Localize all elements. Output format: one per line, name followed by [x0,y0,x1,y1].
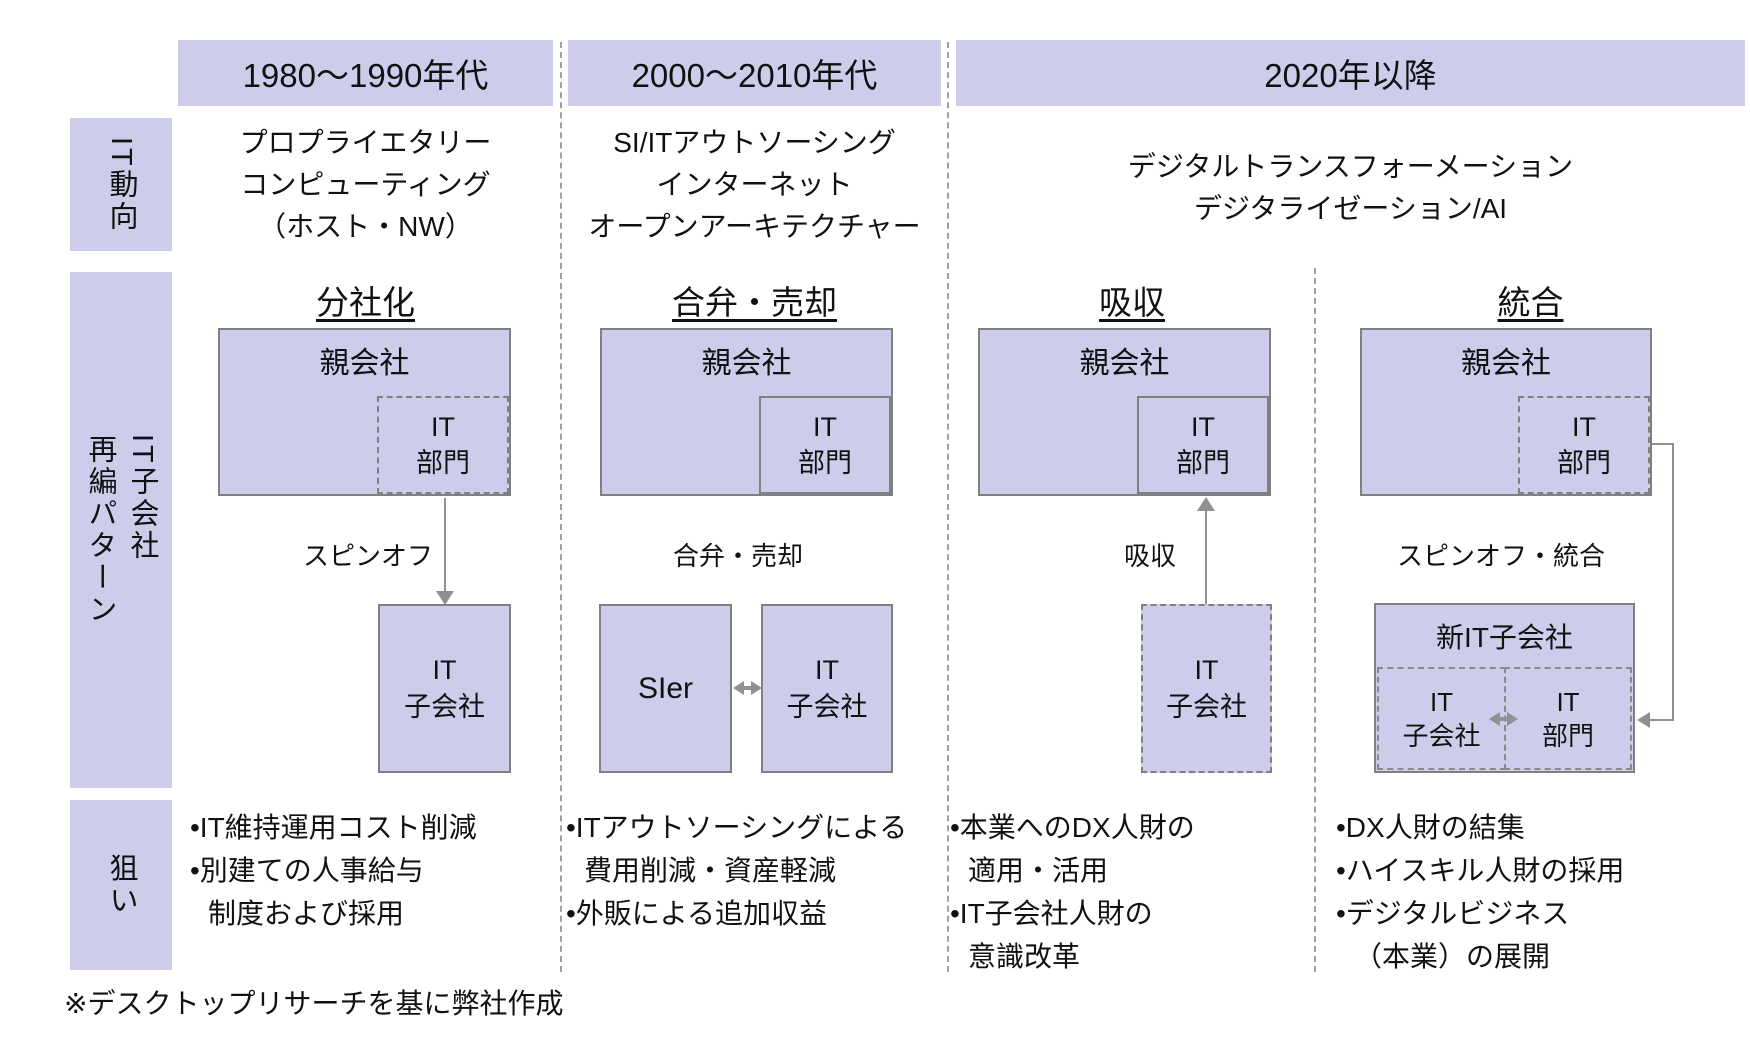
merged-it-dept-cell: IT 部門 [1504,667,1632,770]
double-arrow-shaft-2 [743,686,752,690]
it-dept-box-3: IT 部門 [1137,396,1269,494]
parent-company-box-2: 親会社 IT 部門 [600,328,893,496]
spinoff-arrowhead-down [436,591,454,605]
parent-company-box-3: 親会社 IT 部門 [978,328,1271,496]
column-divider-3 [1314,268,1316,972]
aim-bullet: •本業へのDX人財の 適用・活用 [950,812,1195,886]
trend-era2-text: SI/ITアウトソーシング インターネット オープンアーキテクチャー [588,127,921,242]
aims-col1: •IT維持運用コスト削減 •別建ての人事給与 制度および採用 [190,806,560,935]
pattern3-title: 吸収 [1099,284,1165,321]
aims-col2: •ITアウトソーシングによる 費用削減・資産軽減 •外販による追加収益 [566,806,948,935]
sidebar-it-trend-label: IT動向 [105,136,138,233]
aim-bullet: •IT子会社人財の 意識改革 [950,898,1153,972]
parent-company-label-4: 親会社 [1461,347,1551,380]
sidebar-aim-label: 狙い [105,853,138,917]
absorb-arrow-line [1205,509,1207,604]
double-arrow-shaft-4 [1499,717,1508,721]
new-it-subsidiary-box: 新IT子会社 IT 子会社 IT 部門 [1374,603,1635,773]
new-it-subsidiary-label: 新IT子会社 [1436,622,1573,653]
elbow-connector-bottom-segment [1650,719,1674,721]
sier-box: SIer [599,604,732,773]
header-era2: 2000～2010年代 [568,40,941,106]
aims-col4: •DX人財の結集 •ハイスキル人財の採用 •デジタルビジネス （本業）の展開 [1336,806,1741,978]
parent-company-label-2: 親会社 [701,347,792,380]
parent-company-box-1: 親会社 IT 部門 [218,328,511,496]
spinoff-arrow-line [444,498,446,592]
aim-bullet: •デジタルビジネス （本業）の展開 [1336,898,1570,972]
sidebar-row-it-trend: IT動向 [70,118,172,251]
sidebar-reorg-pattern-label: IT子会社 再編パターン [84,434,159,626]
header-era3-label: 2020年以降 [1264,57,1437,94]
it-dept-box-1: IT 部門 [377,396,509,494]
it-subsidiary-box-3: IT 子会社 [1141,604,1272,773]
double-arrow-right-head-4 [1507,712,1518,726]
pattern4-title: 統合 [1497,284,1564,321]
sidebar-row-aim: 狙い [70,800,172,970]
column-divider-1 [560,42,562,972]
header-era1-label: 1980～1990年代 [242,57,489,94]
arrow-label-jv-sale: 合弁・売却 [672,541,803,571]
double-arrow-left-head-2 [733,681,744,695]
arrow-label-spinoff: スピンオフ [302,541,433,571]
pattern1-title: 分社化 [316,284,415,321]
footnote: ※デスクトップリサーチを基に弊社作成 [64,988,564,1019]
parent-company-label-3: 親会社 [1079,347,1170,380]
aim-bullet: •ハイスキル人財の採用 [1336,855,1625,886]
header-era1: 1980～1990年代 [178,40,553,106]
sidebar-row-reorg-pattern: IT子会社 再編パターン [70,272,172,788]
header-era3: 2020年以降 [956,40,1745,106]
aim-bullet: •DX人財の結集 [1336,812,1525,843]
aim-bullet: •別建ての人事給与 制度および採用 [190,855,424,929]
header-era2-label: 2000～2010年代 [631,57,878,94]
aim-bullet: •外販による追加収益 [566,898,827,929]
it-subsidiary-box-2: IT 子会社 [761,604,893,773]
aims-col3: •本業へのDX人財の 適用・活用 •IT子会社人財の 意識改革 [950,806,1312,978]
double-arrow-right-head-2 [751,681,762,695]
it-dept-box-2: IT 部門 [759,396,891,494]
column-divider-2 [947,42,949,972]
trend-era3-text: デジタルトランスフォーメーション デジタライゼーション/AI [1127,151,1574,224]
parent-company-box-4: 親会社 IT 部門 [1360,328,1652,496]
arrow-label-spinoff-integrate: スピンオフ・統合 [1396,541,1605,571]
parent-company-label-1: 親会社 [319,347,410,380]
elbow-connector-top-segment [1652,443,1674,445]
it-subsidiary-box-1: IT 子会社 [378,604,511,773]
merged-it-subsidiary-cell: IT 子会社 [1377,667,1506,770]
absorb-arrowhead-up [1197,497,1215,511]
aim-bullet: •ITアウトソーシングによる 費用削減・資産軽減 [566,812,908,886]
aim-bullet: •IT維持運用コスト削減 [190,812,477,843]
double-arrow-left-head-4 [1489,712,1500,726]
arrow-label-absorb: 吸収 [1123,541,1176,571]
elbow-connector-arrowhead-left [1637,712,1650,728]
trend-era1-text: プロプライエタリー コンピューティング （ホスト・NW） [239,127,492,242]
it-dept-box-4: IT 部門 [1518,396,1650,494]
elbow-connector-vertical-segment [1672,443,1674,721]
pattern2-title: 合弁・売却 [672,284,837,321]
